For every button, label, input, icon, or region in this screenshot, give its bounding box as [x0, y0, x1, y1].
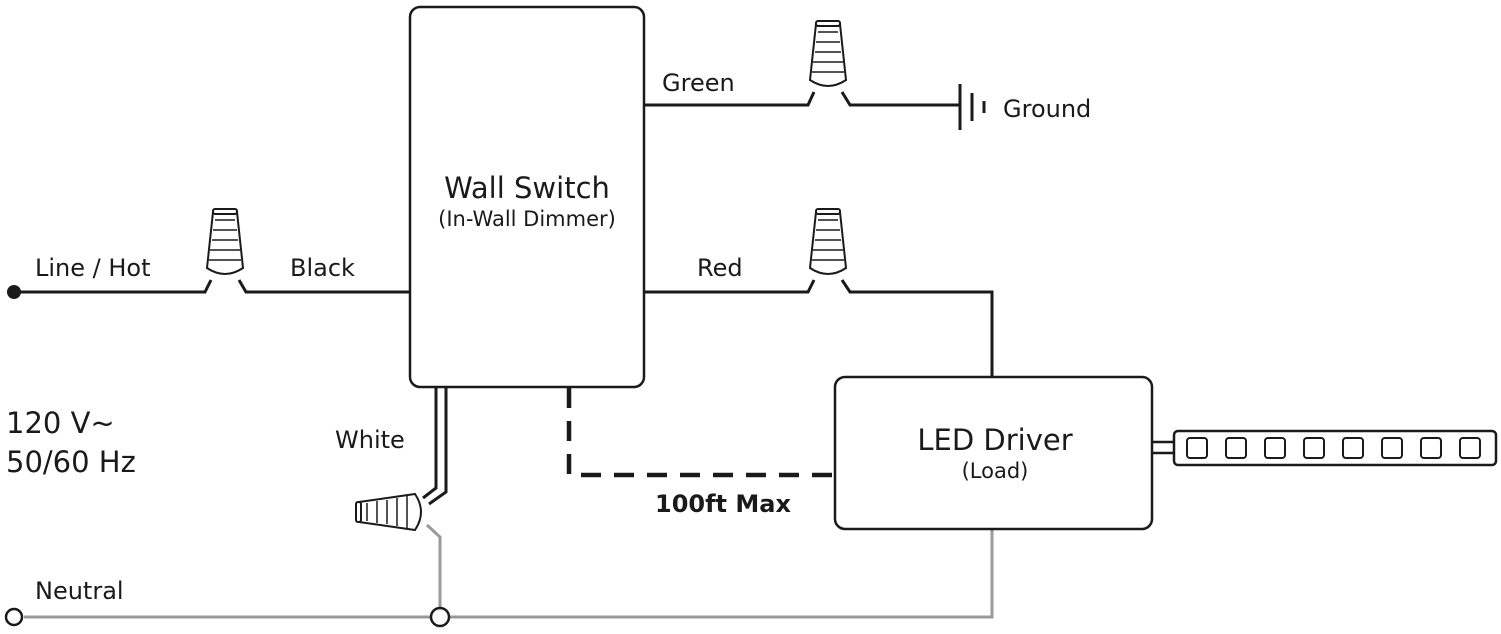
red-wire	[644, 279, 994, 377]
distance-label: 100ft Max	[655, 490, 791, 518]
white-wire-outline	[428, 387, 448, 506]
white-wire-label: White	[335, 426, 405, 454]
green-wire-label: Green	[662, 69, 735, 97]
red-wire-label: Red	[697, 254, 743, 282]
wall-switch-title: Wall Switch	[444, 171, 610, 205]
led-driver-title: LED Driver	[917, 423, 1072, 457]
wall-switch-box	[408, 5, 646, 389]
led-strip-icon	[1152, 429, 1498, 467]
line-terminal-dot	[7, 285, 21, 299]
wire-nut-icon	[808, 208, 848, 275]
line-hot-label: Line / Hot	[35, 254, 151, 282]
line-hot-wire	[14, 279, 410, 294]
wire-nut-icon	[808, 20, 848, 87]
ground-symbol-icon	[958, 84, 986, 130]
black-wire-label: Black	[290, 254, 355, 282]
wire-nut-icon	[205, 208, 245, 275]
control-wire-dashed	[566, 388, 832, 478]
neutral-terminal-circle	[4, 607, 24, 627]
wire-nut-icon	[355, 492, 422, 532]
neutral-label: Neutral	[35, 577, 124, 605]
white-wire	[422, 387, 438, 500]
led-driver-subtitle: (Load)	[962, 459, 1029, 483]
green-wire	[644, 91, 960, 107]
neutral-wire	[24, 529, 994, 619]
neutral-junction-circle	[429, 606, 451, 628]
voltage-label: 120 V~	[6, 406, 115, 440]
wall-switch-subtitle: (In-Wall Dimmer)	[438, 207, 616, 231]
frequency-label: 50/60 Hz	[6, 445, 136, 479]
neutral-tap-wire	[425, 523, 442, 607]
ground-label: Ground	[1003, 95, 1091, 123]
